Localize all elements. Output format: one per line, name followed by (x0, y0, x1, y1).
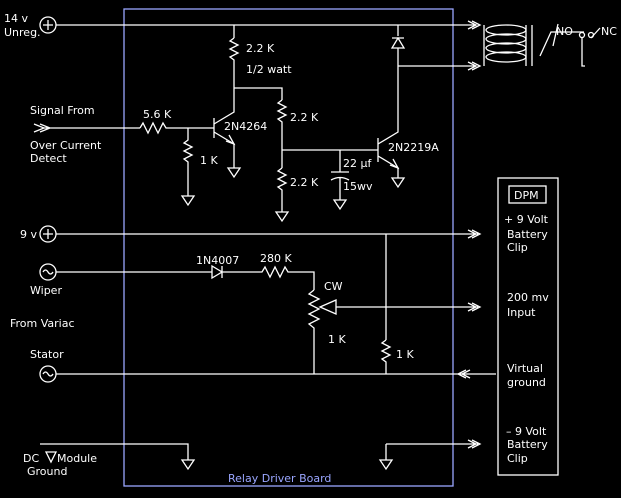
resistor-1k-b (380, 339, 392, 374)
ground-icon (44, 451, 58, 464)
label-q2: 2N2219A (388, 141, 439, 154)
label-signal: Signal From (30, 104, 95, 117)
relay-contacts (539, 23, 601, 67)
diode-1n4007 (211, 264, 224, 280)
dpm-mv-b: Input (507, 306, 536, 319)
label-ground: Ground (27, 465, 67, 478)
dpm-m9-a: – 9 Volt (506, 425, 547, 438)
label-detect: Detect (30, 152, 67, 165)
wire-dc-ground (40, 443, 189, 460)
label-r22-mid: 2.2 K (290, 111, 319, 124)
label-14v: 14 v (4, 12, 28, 25)
wire-9v (56, 229, 482, 239)
dpm-mv-a: 200 mv (507, 291, 549, 304)
label-r280: 280 K (260, 252, 292, 265)
resistor-2k2-top (228, 37, 240, 88)
label-9v: 9 v (20, 228, 37, 241)
dpm-title-box (508, 185, 547, 204)
resistor-2k2-mid (276, 99, 288, 168)
label-from-variac: From Variac (10, 317, 75, 330)
label-dc: DC (23, 452, 39, 465)
dpm-vg-a: Virtual (507, 362, 543, 375)
label-cap-a: 22 µf (343, 157, 372, 170)
label-pot: 1 K (328, 333, 346, 346)
dpm-p9-b: Battery (507, 228, 548, 241)
resistor-280k (222, 265, 315, 290)
transistor-q2 (377, 120, 400, 178)
terminal-9v (39, 225, 57, 243)
relay-coil (483, 24, 533, 66)
dpm-p9-a: + 9 Volt (504, 213, 549, 226)
label-r1k-b: 1 K (396, 348, 414, 361)
dpm-box (497, 177, 559, 476)
wire-minus9v (385, 439, 482, 460)
resistor-1k-a (182, 128, 194, 196)
label-cw: CW (324, 280, 343, 293)
wire-signal (33, 123, 140, 133)
terminal-14v (39, 16, 57, 34)
terminal-stator (39, 365, 57, 383)
label-q1: 2N4264 (224, 120, 267, 133)
label-r56: 5.6 K (143, 108, 172, 121)
label-r-top-watt: 1/2 watt (246, 63, 292, 76)
board-label: Relay Driver Board (228, 472, 331, 485)
transistor-q1 (213, 88, 236, 168)
dpm-m9-b: Battery (507, 438, 548, 451)
dpm-title: DPM (514, 189, 539, 202)
label-unreg: Unreg. (4, 26, 41, 39)
wire-14v (56, 20, 482, 30)
resistor-5k6 (139, 121, 214, 135)
label-module: Module (57, 452, 97, 465)
potentiometer-1k (307, 289, 321, 374)
dpm-vg-b: ground (507, 376, 546, 389)
label-diode: 1N4007 (196, 254, 239, 267)
relay-nc: NC (601, 25, 617, 38)
resistor-2k2-low (276, 167, 288, 212)
label-r-top: 2.2 K (246, 42, 275, 55)
label-r1k-a: 1 K (200, 154, 218, 167)
relay-driver-board (123, 8, 454, 487)
pot-wiper-arrow (318, 299, 337, 315)
label-wiper: Wiper (30, 284, 62, 297)
capacitor-22uf (330, 150, 350, 211)
terminal-wiper (39, 263, 57, 281)
label-over-current: Over Current (30, 139, 102, 152)
wire-200mv (336, 302, 482, 312)
wire-virtual-ground (56, 369, 496, 379)
label-r22-low: 2.2 K (290, 176, 319, 189)
dpm-p9-c: Clip (507, 241, 528, 254)
label-cap-b: 15wv (343, 180, 373, 193)
dpm-m9-c: Clip (507, 452, 528, 465)
flyback-diode (390, 36, 406, 66)
label-stator: Stator (30, 348, 64, 361)
relay-no: NO (556, 25, 573, 38)
